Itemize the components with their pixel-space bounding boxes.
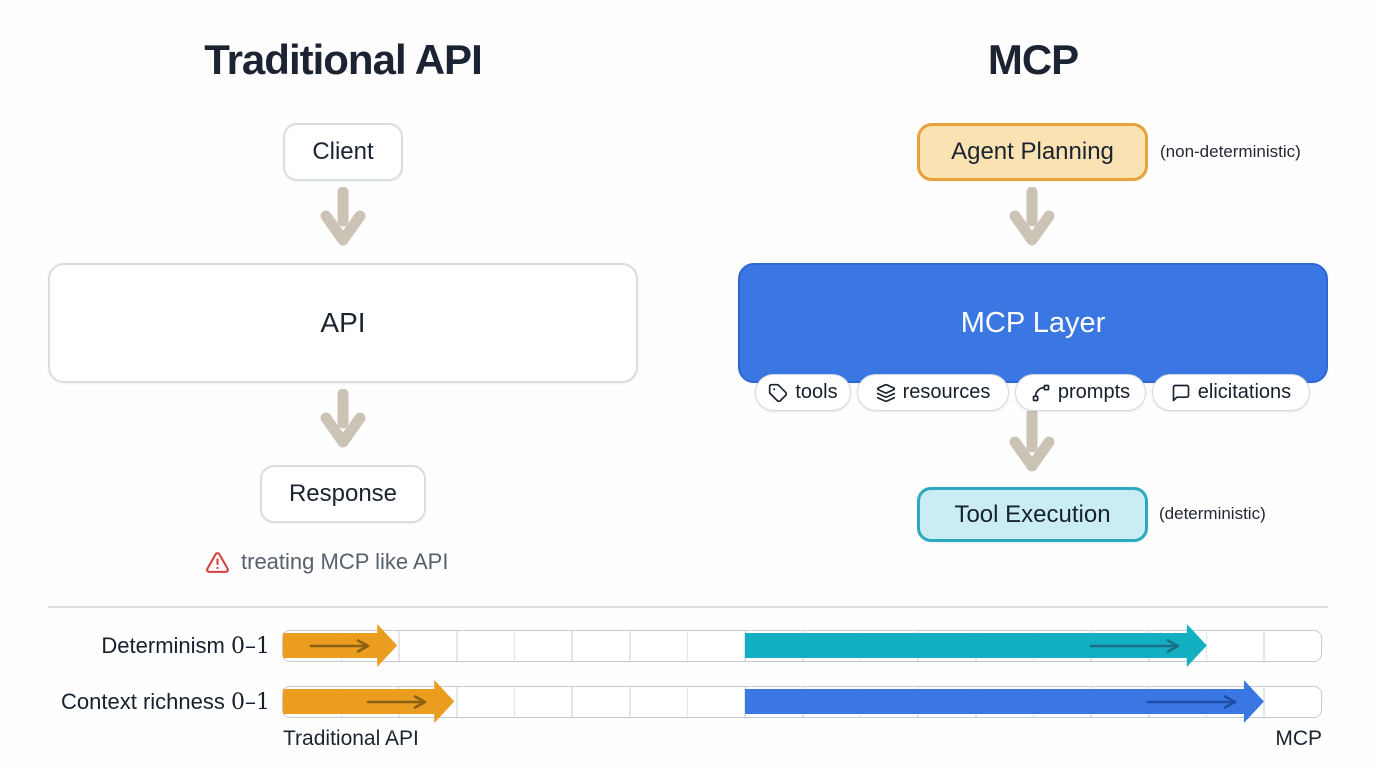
agent-planning-label: Agent Planning: [951, 138, 1114, 165]
scale-range-text: 0–1: [231, 634, 270, 659]
section-divider: [48, 606, 1328, 608]
mcp-layer-node: MCP Layer: [738, 263, 1328, 383]
client-node: Client: [283, 123, 403, 181]
gridline: [1205, 631, 1208, 661]
down-arrow-icon: [1009, 187, 1055, 246]
deterministic-annotation: (deterministic): [1159, 504, 1266, 523]
tag-icon: [769, 383, 788, 402]
gridline: [513, 687, 516, 717]
gridline: [629, 631, 631, 661]
warning-text: treating MCP like API: [241, 549, 449, 574]
context-richness-track: [282, 686, 1322, 718]
determinism-track: [282, 630, 1322, 662]
warning-note: treating MCP like API: [204, 549, 448, 575]
capability-pill-elicitations: elicitations: [1152, 374, 1310, 411]
scale-range-text: 0–1: [231, 690, 270, 715]
warning-triangle-icon: [206, 551, 229, 573]
gridline: [456, 687, 458, 717]
gridline: [456, 631, 458, 661]
client-node-label: Client: [312, 138, 374, 165]
inner-arrow-icon: [309, 638, 371, 654]
gridline: [571, 687, 573, 717]
gridline: [1263, 631, 1265, 661]
message-square-icon: [1172, 384, 1190, 401]
capability-label: prompts: [1057, 381, 1131, 403]
agent-planning-node: Agent Planning: [917, 123, 1148, 181]
down-arrow-icon: [1009, 411, 1055, 472]
determinism-scale-label: Determinism 0–1: [20, 630, 270, 663]
traditional-api-range-arrow: [283, 680, 454, 723]
response-node-label: Response: [288, 480, 398, 507]
down-arrow-icon: [320, 187, 366, 246]
right-column-title: MCP: [987, 36, 1079, 83]
capability-pill-resources: resources: [857, 374, 1009, 411]
scale-label-text: Determinism: [101, 633, 225, 658]
gridline: [513, 631, 516, 661]
api-node-label: API: [320, 307, 366, 338]
inner-arrow-icon: [1146, 694, 1238, 710]
mcp-range-arrow: [745, 680, 1264, 723]
gridline: [686, 631, 689, 661]
gridline: [686, 687, 689, 717]
gridline: [629, 687, 631, 717]
context-richness-scale-label: Context richness 0–1: [20, 686, 270, 719]
api-node: API: [48, 263, 638, 383]
mcp-layer-label: MCP Layer: [960, 306, 1106, 339]
gridline: [571, 631, 573, 661]
axis-label-mcp: MCP: [1275, 727, 1322, 750]
non-deterministic-annotation: (non-deterministic): [1160, 142, 1301, 161]
inner-arrow-icon: [1089, 638, 1181, 654]
axis-label-traditional-api: Traditional API: [283, 727, 419, 750]
left-column-title: Traditional API: [204, 36, 482, 83]
gridline: [1263, 687, 1265, 717]
response-node: Response: [260, 465, 426, 523]
capability-pill-tools: tools: [755, 374, 851, 411]
spline-icon: [1032, 384, 1050, 401]
gridline: [398, 631, 400, 661]
capability-pill-prompts: prompts: [1015, 374, 1146, 411]
inner-arrow-icon: [366, 694, 428, 710]
capability-label: tools: [795, 381, 838, 403]
tool-execution-node: Tool Execution: [917, 487, 1148, 542]
layers-icon: [876, 383, 895, 402]
capability-label: resources: [902, 381, 991, 403]
capability-label: elicitations: [1197, 381, 1292, 403]
tool-execution-label: Tool Execution: [954, 500, 1111, 528]
scale-label-text: Context richness: [61, 689, 225, 714]
down-arrow-icon: [320, 389, 366, 448]
